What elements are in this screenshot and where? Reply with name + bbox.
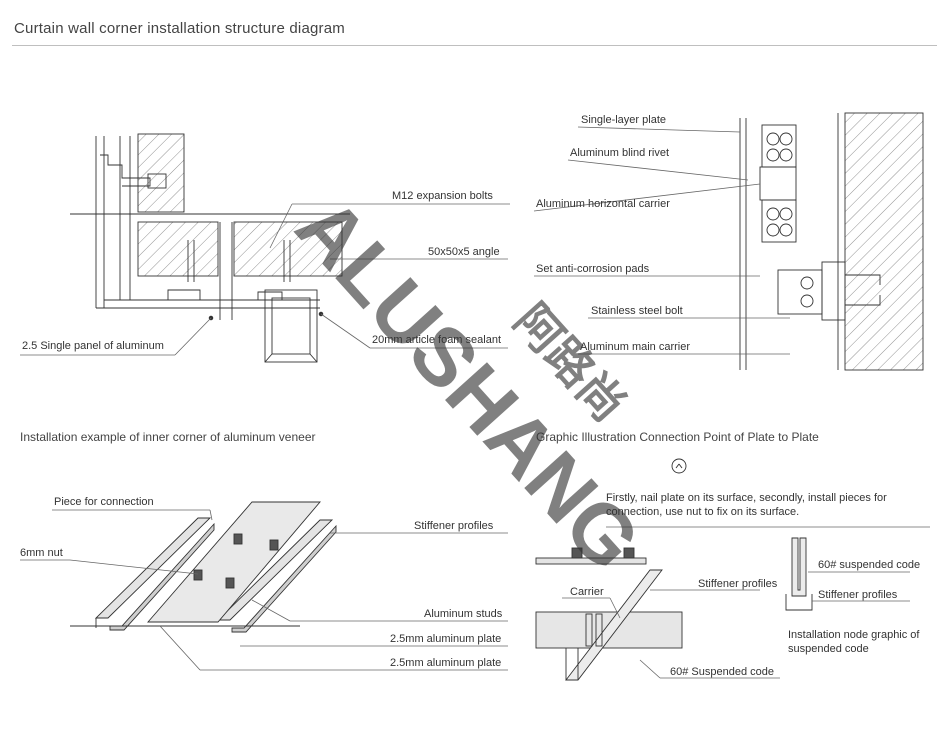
label-anti-corrosion-pads: Set anti-corrosion pads <box>536 263 650 275</box>
label-suspended-code-60: 60# suspended code <box>818 559 920 571</box>
label-instruction-line-2: connection, use nut to fix on its surfac… <box>606 506 799 518</box>
label-suspended-code-60b: 60# Suspended code <box>670 666 774 678</box>
page-title: Curtain wall corner installation structu… <box>14 20 345 37</box>
label-plate-a: 2.5mm aluminum plate <box>390 633 501 645</box>
section-heading-inner-corner: Installation example of inner corner of … <box>20 430 316 444</box>
label-main-carrier: Aluminum main carrier <box>580 341 690 353</box>
label-carrier: Carrier <box>570 586 604 598</box>
label-blind-rivet: Aluminum blind rivet <box>570 147 669 159</box>
title-divider <box>12 45 937 46</box>
label-node-graphic-line-2: suspended code <box>788 643 869 655</box>
label-angle: 50x50x5 angle <box>428 246 500 258</box>
leader-lines-bottom-left <box>20 509 508 671</box>
label-horizontal-carrier: Aluminum horizontal carrier <box>536 198 670 210</box>
inner-corner-assembly-drawing <box>70 501 337 633</box>
label-foam-sealant: 20mm article foam sealant <box>372 334 501 346</box>
label-m12-expansion-bolts: M12 expansion bolts <box>392 190 493 202</box>
label-stiffener-profiles-3: Stiffener profiles <box>818 589 898 601</box>
corner-section-drawing <box>70 133 350 363</box>
label-stiffener-profiles: Stiffener profiles <box>414 520 494 532</box>
label-node-graphic-line-1: Installation node graphic of <box>788 629 920 641</box>
label-stainless-steel-bolt: Stainless steel bolt <box>591 305 683 317</box>
label-single-panel: 2.5 Single panel of aluminum <box>22 340 164 352</box>
label-aluminum-studs: Aluminum studs <box>424 608 503 620</box>
label-piece-for-connection: Piece for connection <box>54 496 154 508</box>
wall-section-drawing <box>739 112 924 371</box>
plate-to-plate-drawing <box>535 458 813 681</box>
leader-lines-bottom-right <box>562 526 930 679</box>
label-instruction-line-1: Firstly, nail plate on its surface, seco… <box>606 492 887 504</box>
leader-lines-top-left <box>20 203 510 356</box>
label-plate-b: 2.5mm aluminum plate <box>390 657 501 669</box>
label-nut: 6mm nut <box>20 547 63 559</box>
leader-lines-top-right <box>533 126 790 355</box>
label-single-layer-plate: Single-layer plate <box>581 114 666 126</box>
label-stiffener-profiles-2: Stiffener profiles <box>698 578 778 590</box>
section-heading-plate-to-plate: Graphic Illustration Connection Point of… <box>536 430 819 444</box>
